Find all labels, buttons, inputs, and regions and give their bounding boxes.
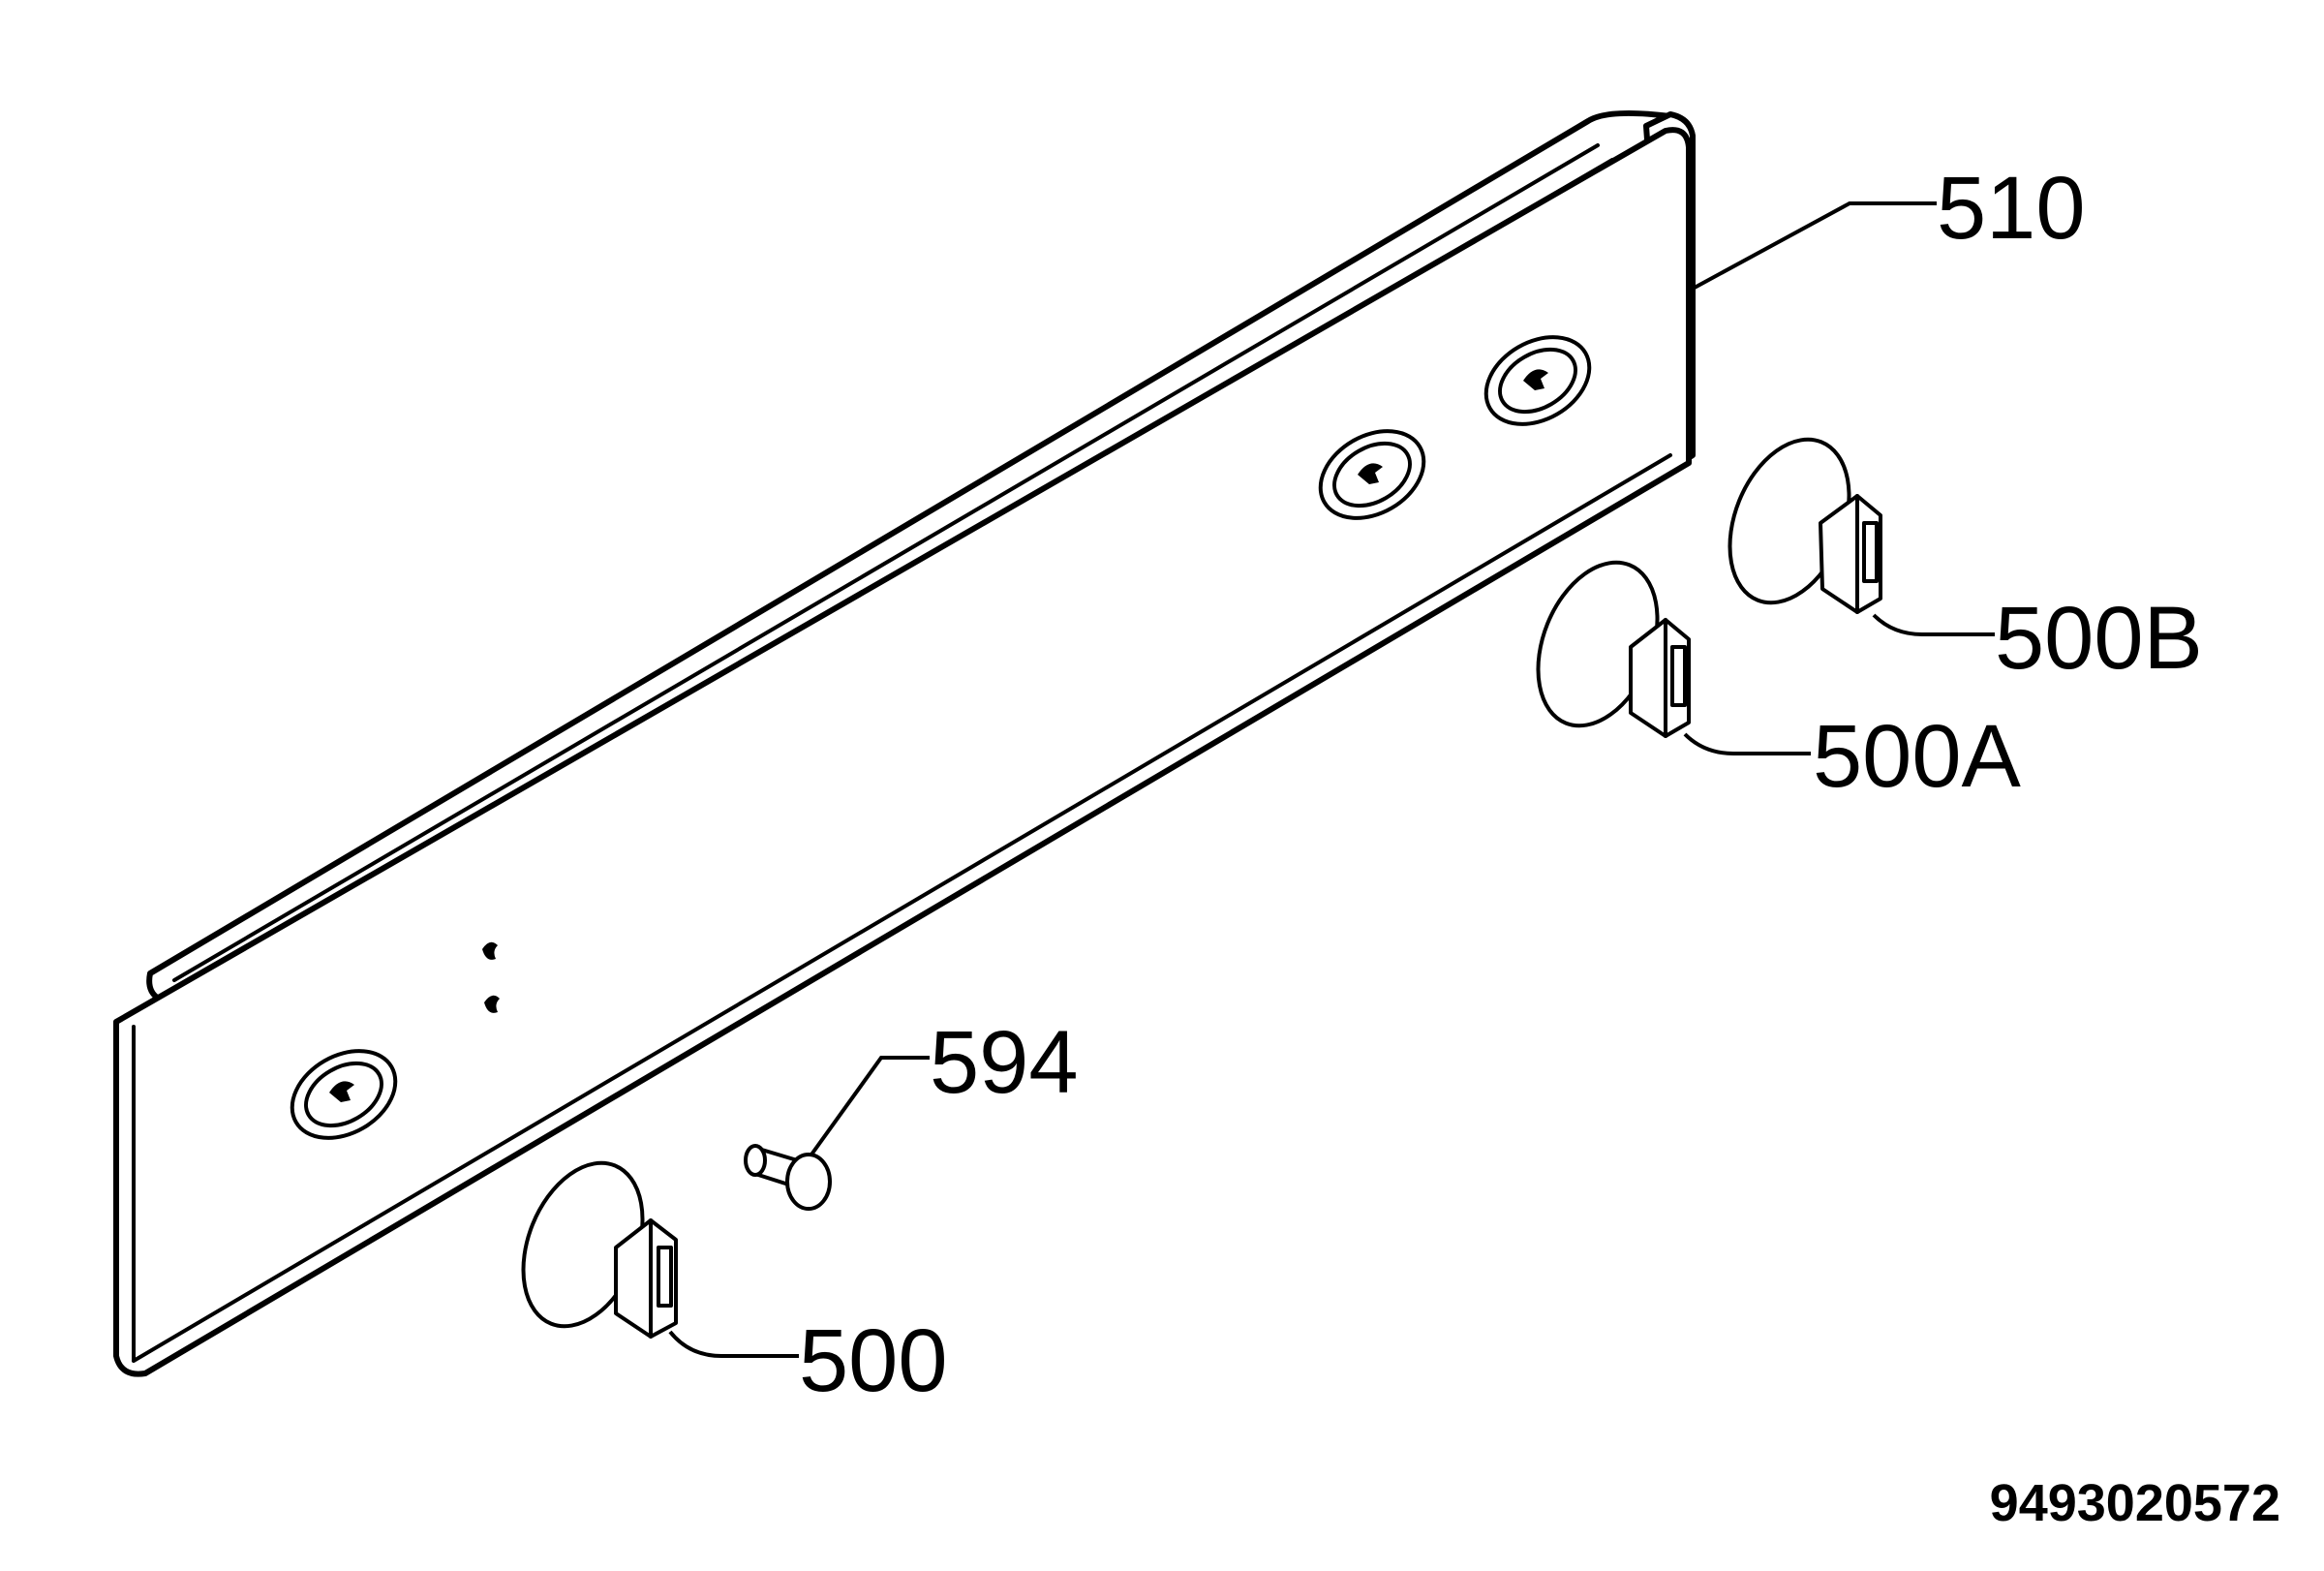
drawing-number: 9493020572 — [1990, 1474, 2280, 1532]
panel-lamp-holes — [482, 941, 500, 1013]
leader-500B — [1872, 613, 1995, 636]
knob-500B — [1728, 437, 1882, 614]
leader-500 — [668, 1330, 799, 1358]
part-label-500A: 500A — [1813, 707, 2021, 806]
leader-lines — [668, 201, 1995, 1358]
panel-hole-middle — [1318, 429, 1426, 520]
part-label-500: 500 — [799, 1311, 948, 1410]
panel-hole-left — [290, 1049, 398, 1140]
panel-front-face — [113, 127, 1692, 1377]
panel-hole-right — [1483, 335, 1592, 426]
leader-510 — [1692, 201, 1937, 291]
lamp-594 — [744, 1144, 832, 1211]
part-label-594: 594 — [930, 1013, 1079, 1112]
leader-594 — [810, 1056, 930, 1156]
part-label-500B: 500B — [1995, 589, 2203, 688]
leader-500A — [1683, 732, 1811, 755]
panel-edge-thickness — [132, 453, 1672, 1363]
control-panel — [113, 109, 1696, 1377]
knob-500A — [1536, 560, 1691, 738]
part-label-510: 510 — [1937, 159, 2086, 258]
knob-500 — [521, 1160, 678, 1339]
